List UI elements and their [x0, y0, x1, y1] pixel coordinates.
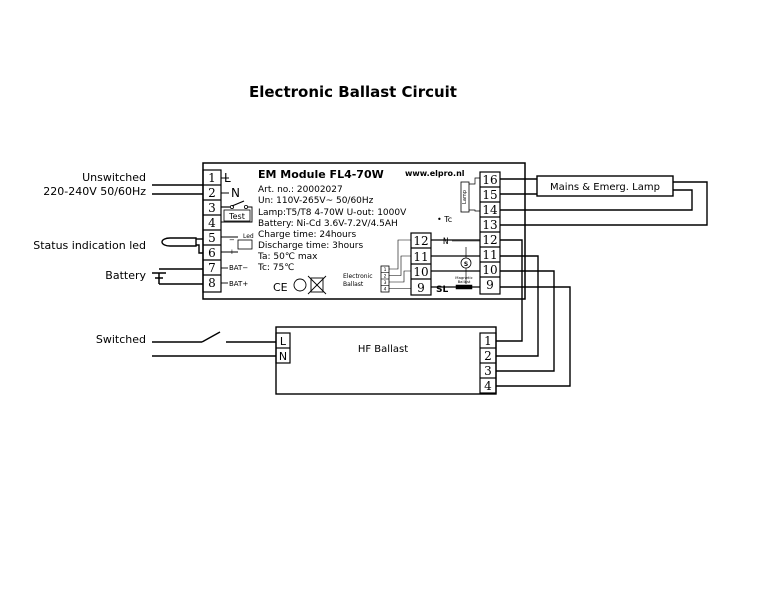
- right-terminal-number: 12: [482, 233, 497, 247]
- module-name: EM Module FL4-70W: [258, 168, 384, 181]
- spec-line: Art. no.: 20002027: [258, 185, 343, 195]
- inner-terminal-number: 10: [413, 265, 428, 279]
- left-terminal-number: 3: [208, 201, 216, 215]
- magnetic-ballast-symbol: [455, 284, 473, 290]
- left-terminal-number: 4: [208, 216, 216, 230]
- right-terminal-number: 9: [486, 278, 494, 292]
- right-terminal-number: 15: [482, 188, 497, 202]
- hf-ballast-box: [275, 326, 497, 395]
- left-terminal-number: 5: [208, 231, 216, 245]
- sl-label: SL: [436, 285, 448, 295]
- terminal-n-letter: N: [231, 186, 240, 200]
- right-terminal-strip: [479, 171, 501, 295]
- test-label: Test: [228, 212, 245, 221]
- left-terminal-strip: [202, 169, 222, 293]
- spec-line: Ta: 50℃ max: [257, 252, 318, 262]
- inner-terminal-number: 9: [417, 281, 425, 295]
- bat-minus-label: BAT−: [229, 264, 248, 272]
- test-button-box: [223, 209, 251, 222]
- inner-terminal-number: 11: [413, 250, 428, 264]
- hf-ballast-label: HF Ballast: [358, 344, 408, 355]
- hf-output-terminal: 1: [484, 334, 492, 348]
- left-terminal-number: 7: [208, 261, 216, 275]
- hf-output-terminal: 2: [484, 349, 492, 363]
- led-plus: +: [229, 248, 235, 256]
- mini-pin-number: 1: [384, 267, 387, 273]
- switch-contact: [201, 331, 221, 343]
- module-website: www.elpro.nl: [405, 169, 465, 178]
- right-terminal-number: 10: [482, 263, 497, 277]
- spec-line: Lamp:T5/T8 4-70W U-out: 1000V: [258, 208, 407, 218]
- status-led-label: Status indication led: [33, 239, 146, 252]
- hf-output-terminal: 4: [484, 379, 492, 393]
- led-minus: −: [229, 236, 235, 244]
- left-terminal-number: 6: [208, 246, 216, 260]
- spec-line: Discharge time: 3hours: [258, 241, 364, 251]
- inner-terminal-number: 12: [413, 234, 428, 248]
- right-terminal-number: 14: [482, 203, 498, 217]
- switched-label: Switched: [96, 333, 146, 346]
- hf-input-terminal: N: [279, 350, 287, 363]
- tc-label: • Tc: [437, 215, 452, 224]
- spec-line: Tc: 75℃: [257, 263, 294, 273]
- mains-emergency-lamp-label: Mains & Emerg. Lamp: [550, 182, 660, 193]
- spec-line: Charge time: 24hours: [258, 230, 356, 240]
- mini-pin-number: 4: [384, 287, 387, 293]
- left-terminal-number: 2: [208, 186, 216, 200]
- unswitched-label: Unswitched: [82, 171, 146, 184]
- mains-emergency-lamp-box: [536, 175, 674, 197]
- spec-line: Un: 110V-265V~ 50/60Hz: [258, 196, 374, 206]
- page-title: Electronic Ballast Circuit: [249, 83, 457, 101]
- recycle-bin-icon: [310, 277, 324, 293]
- bat-plus-label: BAT+: [229, 280, 248, 288]
- voltage-label: 220-240V 50/60Hz: [43, 185, 146, 198]
- ce-mark: CE: [273, 281, 288, 294]
- mini-pin-number: 2: [384, 274, 387, 280]
- right-terminal-number: 16: [482, 173, 497, 187]
- n-label: N: [443, 237, 448, 247]
- status-led-symbol: [161, 237, 197, 247]
- recycling-icon: [293, 278, 307, 292]
- hf-input-terminal: L: [280, 335, 287, 348]
- internal-lamp-symbol: [460, 181, 470, 213]
- led-label: Led: [243, 233, 254, 240]
- internal-lamp-label: Lamp: [462, 190, 468, 204]
- mini-pin-number: 3: [384, 280, 387, 286]
- battery-label: Battery: [105, 269, 146, 282]
- left-terminal-number: 8: [208, 276, 216, 290]
- left-terminal-number: 1: [208, 171, 216, 185]
- right-terminal-number: 11: [482, 248, 497, 262]
- spec-line: Battery: Ni-Cd 3.6V-7.2V/4.5AH: [258, 219, 398, 229]
- right-terminal-number: 13: [482, 218, 497, 232]
- hf-output-terminal: 3: [484, 364, 492, 378]
- s-label: S: [464, 261, 468, 268]
